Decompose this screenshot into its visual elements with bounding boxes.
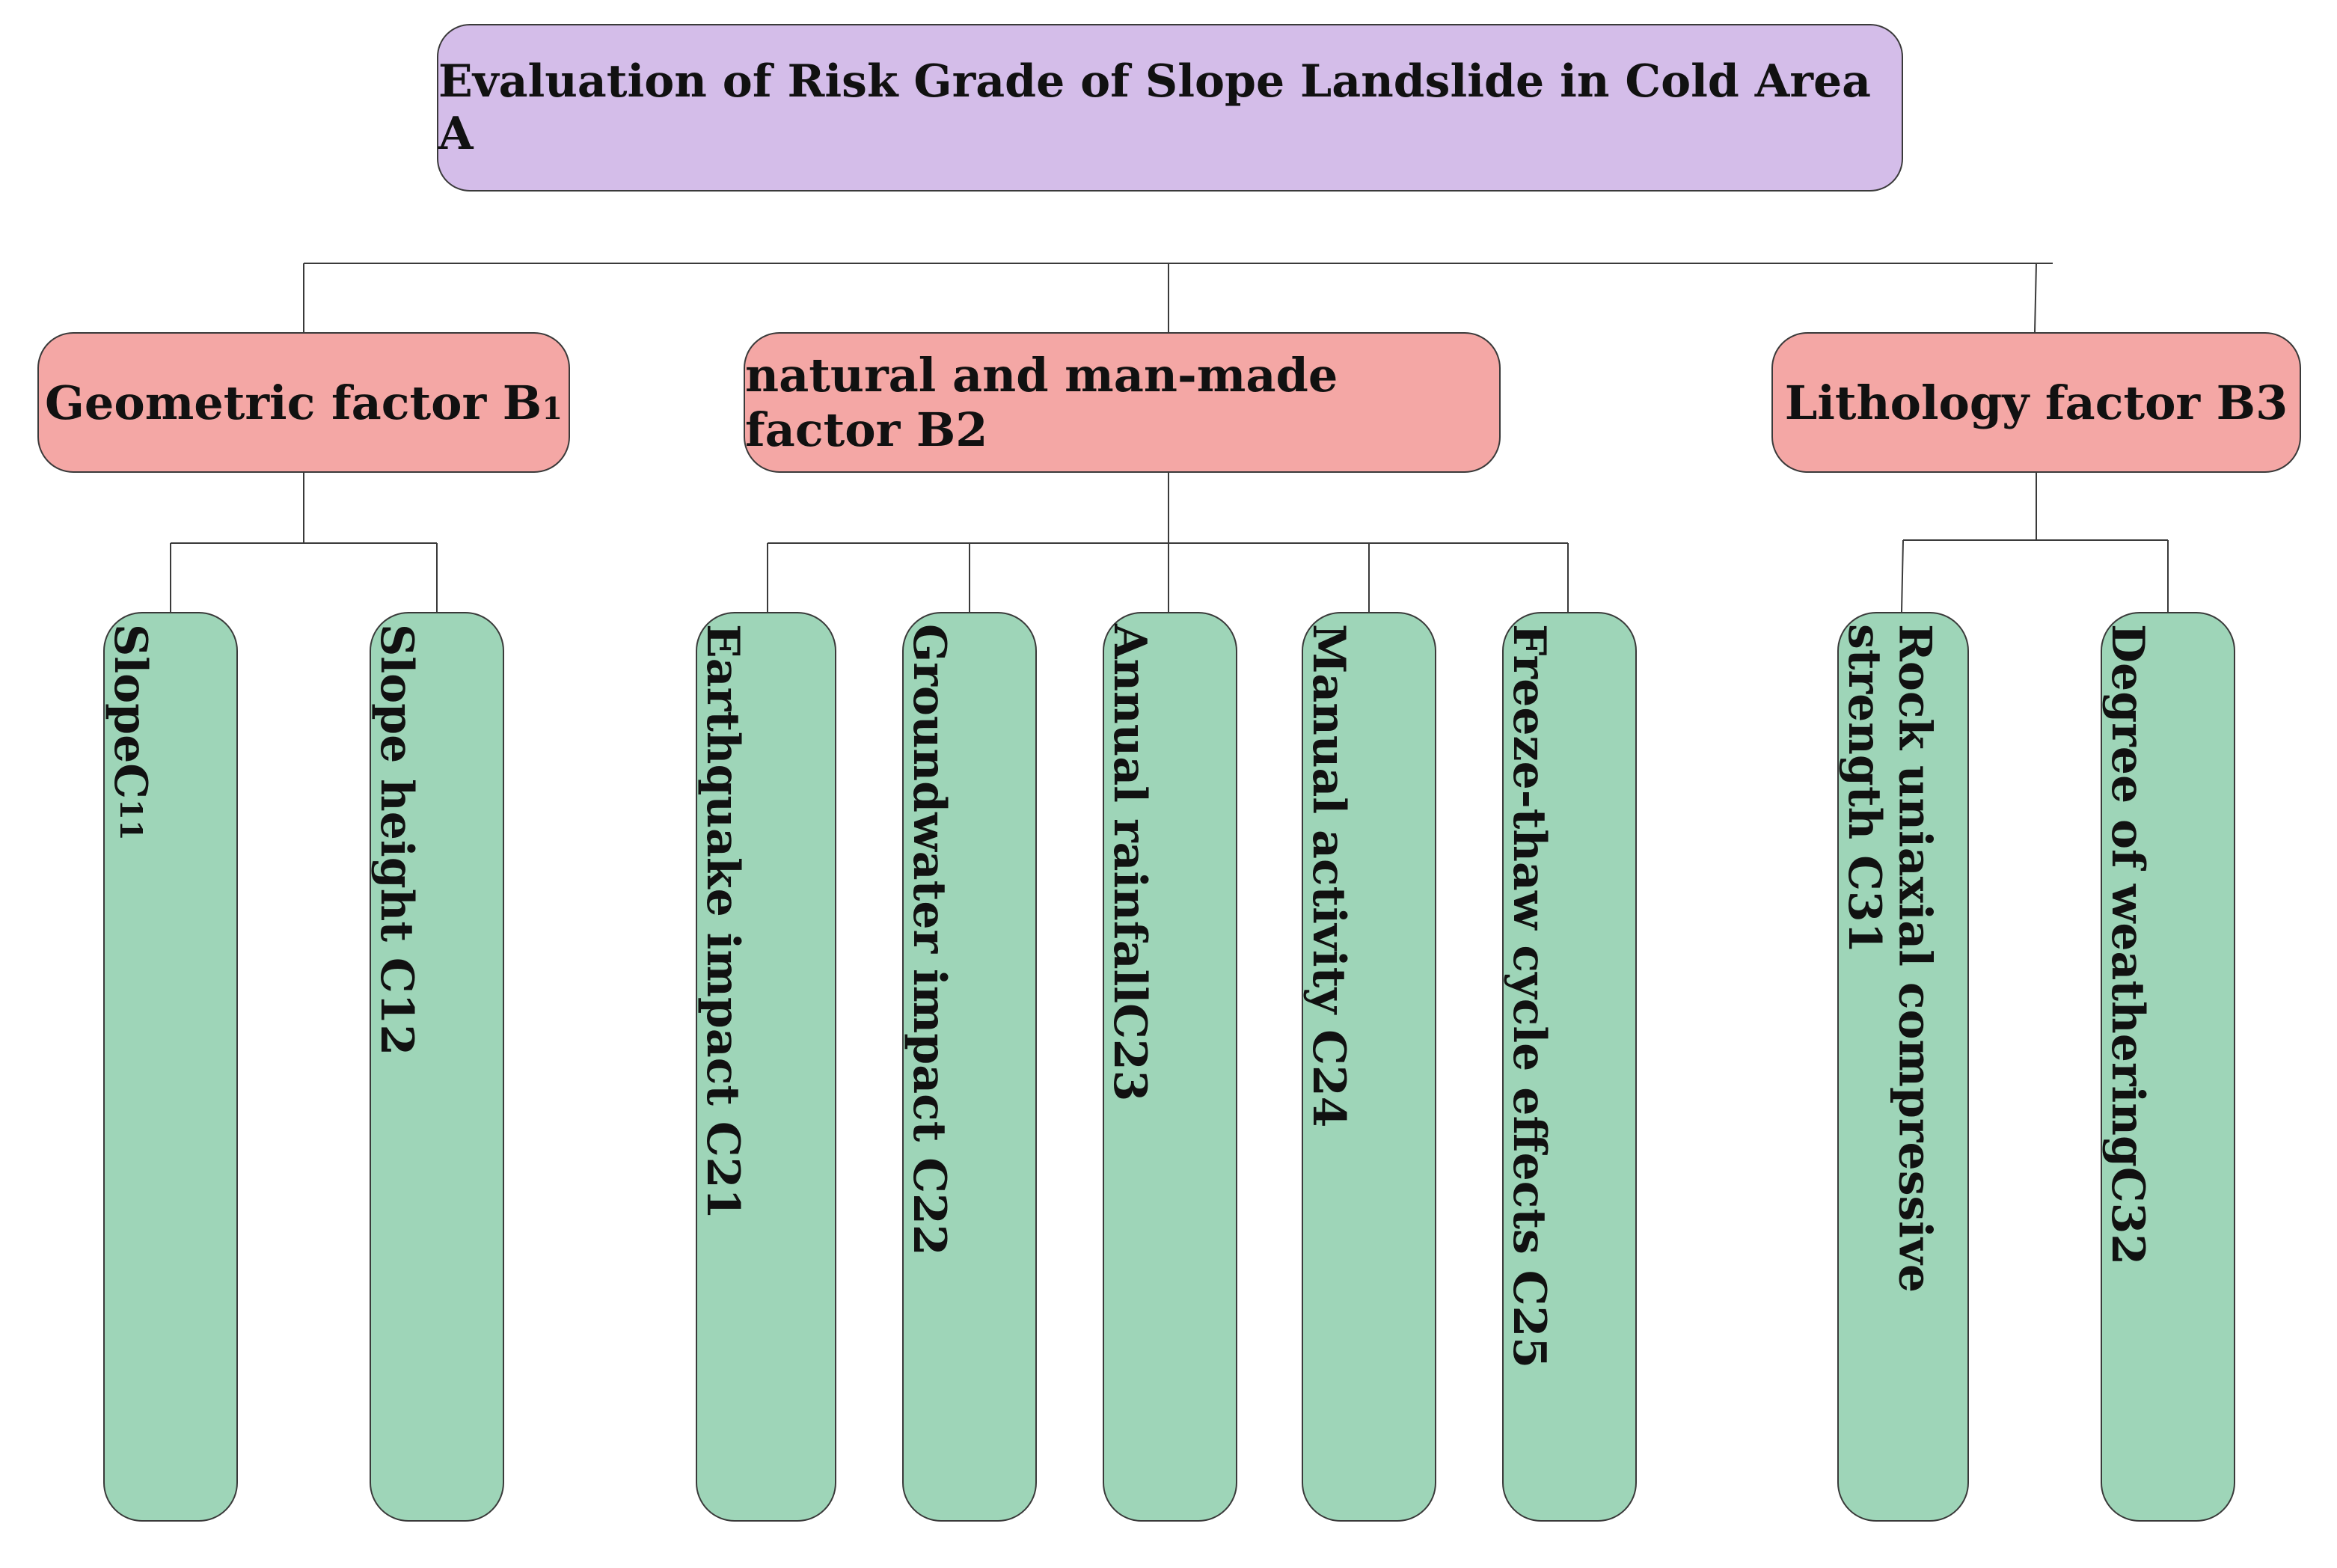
indicator-node-c21: Earthquake impact C21	[696, 612, 836, 1522]
indicator-label: Earthquake impact C21	[696, 624, 750, 1220]
indicator-node-c32: Degree of weatheringC32	[2101, 612, 2235, 1522]
indicator-node-c25: Freeze-thaw cycle effects C25	[1502, 612, 1637, 1522]
factor-node-b1: Geometric factor B1	[37, 332, 570, 473]
factor-node-b3: Lithology factor B3	[1771, 332, 2301, 473]
indicator-node-c23: Annual rainfallC23	[1103, 612, 1237, 1522]
factor-node-b2: natural and man-made factor B2	[744, 332, 1501, 473]
indicator-label: Manual activity C24	[1302, 624, 1356, 1128]
connector-c31	[1901, 539, 1904, 613]
indicator-label: SlopeC11	[104, 624, 157, 841]
factor-label: natural and man-made factor B2	[745, 348, 1338, 457]
indicator-node-c22: Groundwater impact C22	[902, 612, 1037, 1522]
indicator-subscript: 11	[113, 799, 149, 841]
indicator-label: Slope height C12	[370, 624, 423, 1056]
connector-root-b3	[2034, 263, 2037, 333]
root-node: Evaluation of Risk Grade of Slope Landsl…	[437, 24, 1903, 192]
factor-label: Lithology factor B3	[1784, 375, 2288, 430]
indicator-label: Degree of weatheringC32	[2101, 624, 2154, 1266]
factor-label: Geometric factor B1	[44, 375, 563, 430]
indicator-label: Rock uniaxial compressive strength C31	[1838, 624, 1941, 1293]
indicator-label: Annual rainfallC23	[1103, 624, 1157, 1102]
root-label: Evaluation of Risk Grade of Slope Landsl…	[438, 55, 1871, 160]
indicator-node-c12: Slope height C12	[370, 612, 504, 1522]
indicator-node-c24: Manual activity C24	[1302, 612, 1436, 1522]
indicator-node-c31: Rock uniaxial compressive strength C31	[1837, 612, 1969, 1522]
factor-subscript: 1	[542, 391, 563, 426]
indicator-label: Freeze-thaw cycle effects C25	[1503, 624, 1556, 1368]
indicator-node-c11: SlopeC11	[103, 612, 238, 1522]
indicator-label: Groundwater impact C22	[903, 624, 956, 1256]
